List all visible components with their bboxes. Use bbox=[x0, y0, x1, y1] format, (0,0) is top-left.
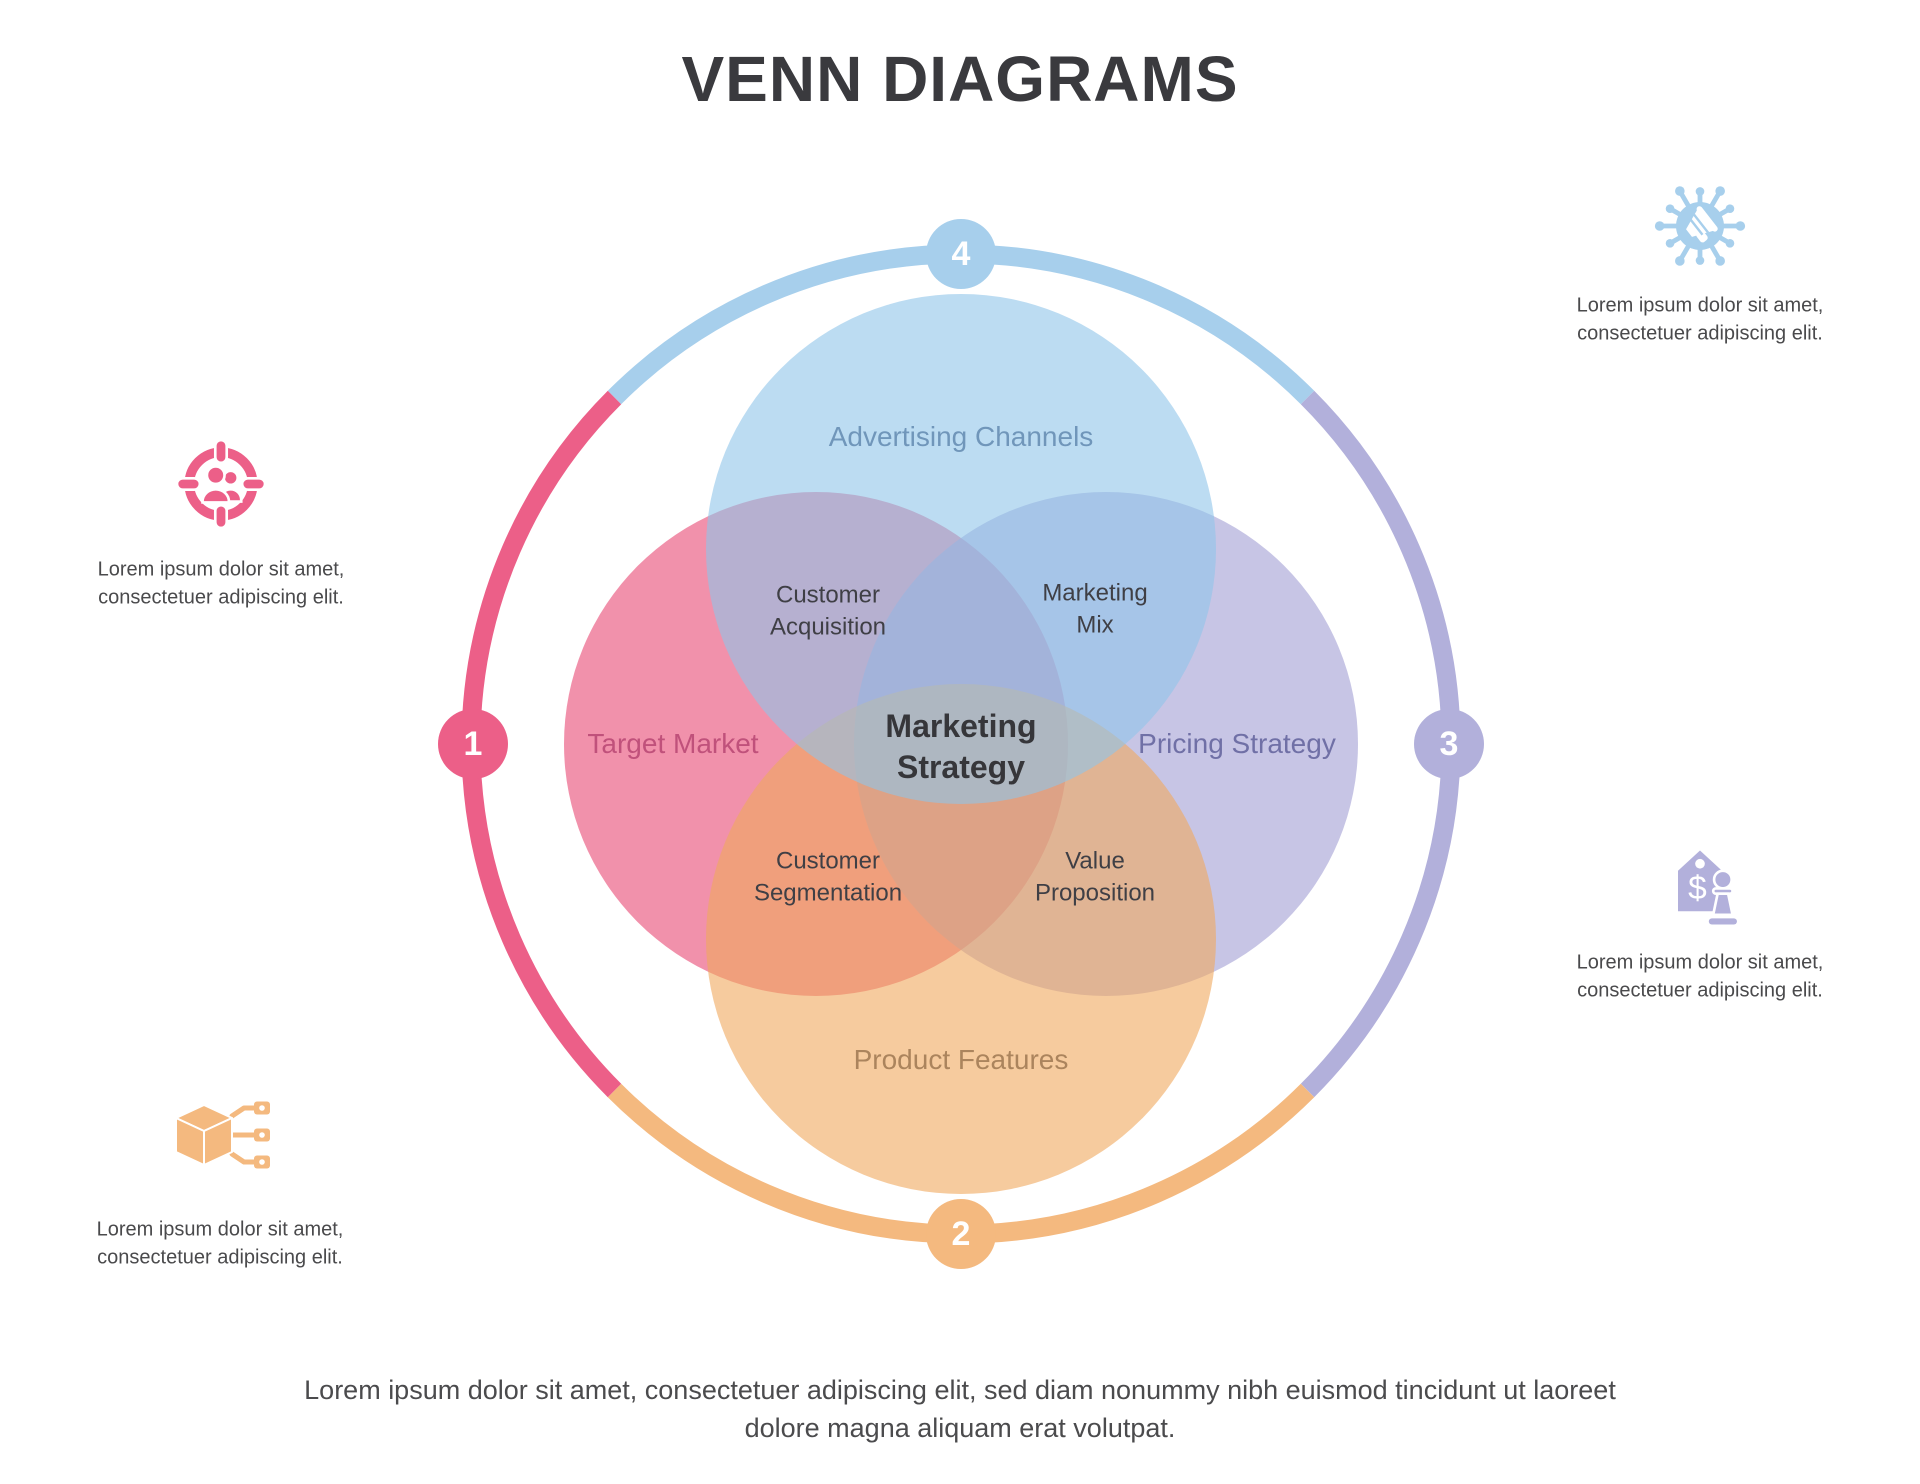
ring-badge-3: 3 bbox=[1414, 709, 1484, 779]
venn-circle-advertising-channels bbox=[706, 294, 1216, 804]
cube-glyph bbox=[175, 1104, 233, 1166]
connector-lines bbox=[229, 1105, 257, 1165]
intersection-customer-segmentation: Customer Segmentation bbox=[753, 847, 903, 907]
intersection-value-proposition: Value Proposition bbox=[1034, 847, 1156, 907]
intersection-marketing-mix: Marketing Mix bbox=[1042, 579, 1148, 639]
venn-circle-product-features bbox=[706, 684, 1216, 1194]
callout-text-top-right: Lorem ipsum dolor sit amet, consectetuer… bbox=[1576, 294, 1824, 345]
node-holes bbox=[259, 1105, 265, 1165]
price-tag-pawn-icon: $ bbox=[1678, 850, 1737, 925]
ring-badge-2: 2 bbox=[926, 1199, 996, 1269]
spoke-knobs bbox=[1654, 186, 1746, 266]
dollar-glyph: $ bbox=[1688, 870, 1707, 907]
callout-text-bottom-left: Lorem ipsum dolor sit amet, consectetuer… bbox=[96, 1218, 344, 1269]
badge-number: 1 bbox=[463, 724, 483, 763]
product-box-icon bbox=[175, 1101, 270, 1169]
megaphone-glyph bbox=[1686, 206, 1718, 243]
badge-number: 2 bbox=[951, 1214, 971, 1253]
ring-badge-4: 4 bbox=[926, 219, 996, 289]
badge-number: 3 bbox=[1439, 724, 1459, 763]
page-title: VENN DIAGRAMS bbox=[681, 43, 1239, 115]
ring-badge-1: 1 bbox=[438, 709, 508, 779]
chess-pawn-glyph bbox=[1711, 869, 1735, 917]
set-label-advertising-channels: Advertising Channels bbox=[828, 421, 1094, 452]
target-audience-icon bbox=[177, 440, 265, 528]
intersection-customer-acquisition: Customer Acquisition bbox=[769, 581, 887, 641]
set-label-product-features: Product Features bbox=[853, 1044, 1069, 1075]
callout-text-right: Lorem ipsum dolor sit amet, consectetuer… bbox=[1576, 951, 1824, 1002]
badge-number: 4 bbox=[951, 234, 971, 273]
venn-circles bbox=[564, 294, 1358, 1194]
viral-marketing-icon bbox=[1654, 186, 1746, 266]
footer-paragraph: Lorem ipsum dolor sit amet, consectetuer… bbox=[304, 1375, 1616, 1443]
set-label-pricing-strategy: Pricing Strategy bbox=[1138, 728, 1336, 759]
set-label-target-market: Target Market bbox=[587, 728, 759, 759]
callout-text-left: Lorem ipsum dolor sit amet, consectetuer… bbox=[97, 558, 345, 609]
center-label-marketing-strategy: Marketing Strategy bbox=[885, 708, 1037, 785]
